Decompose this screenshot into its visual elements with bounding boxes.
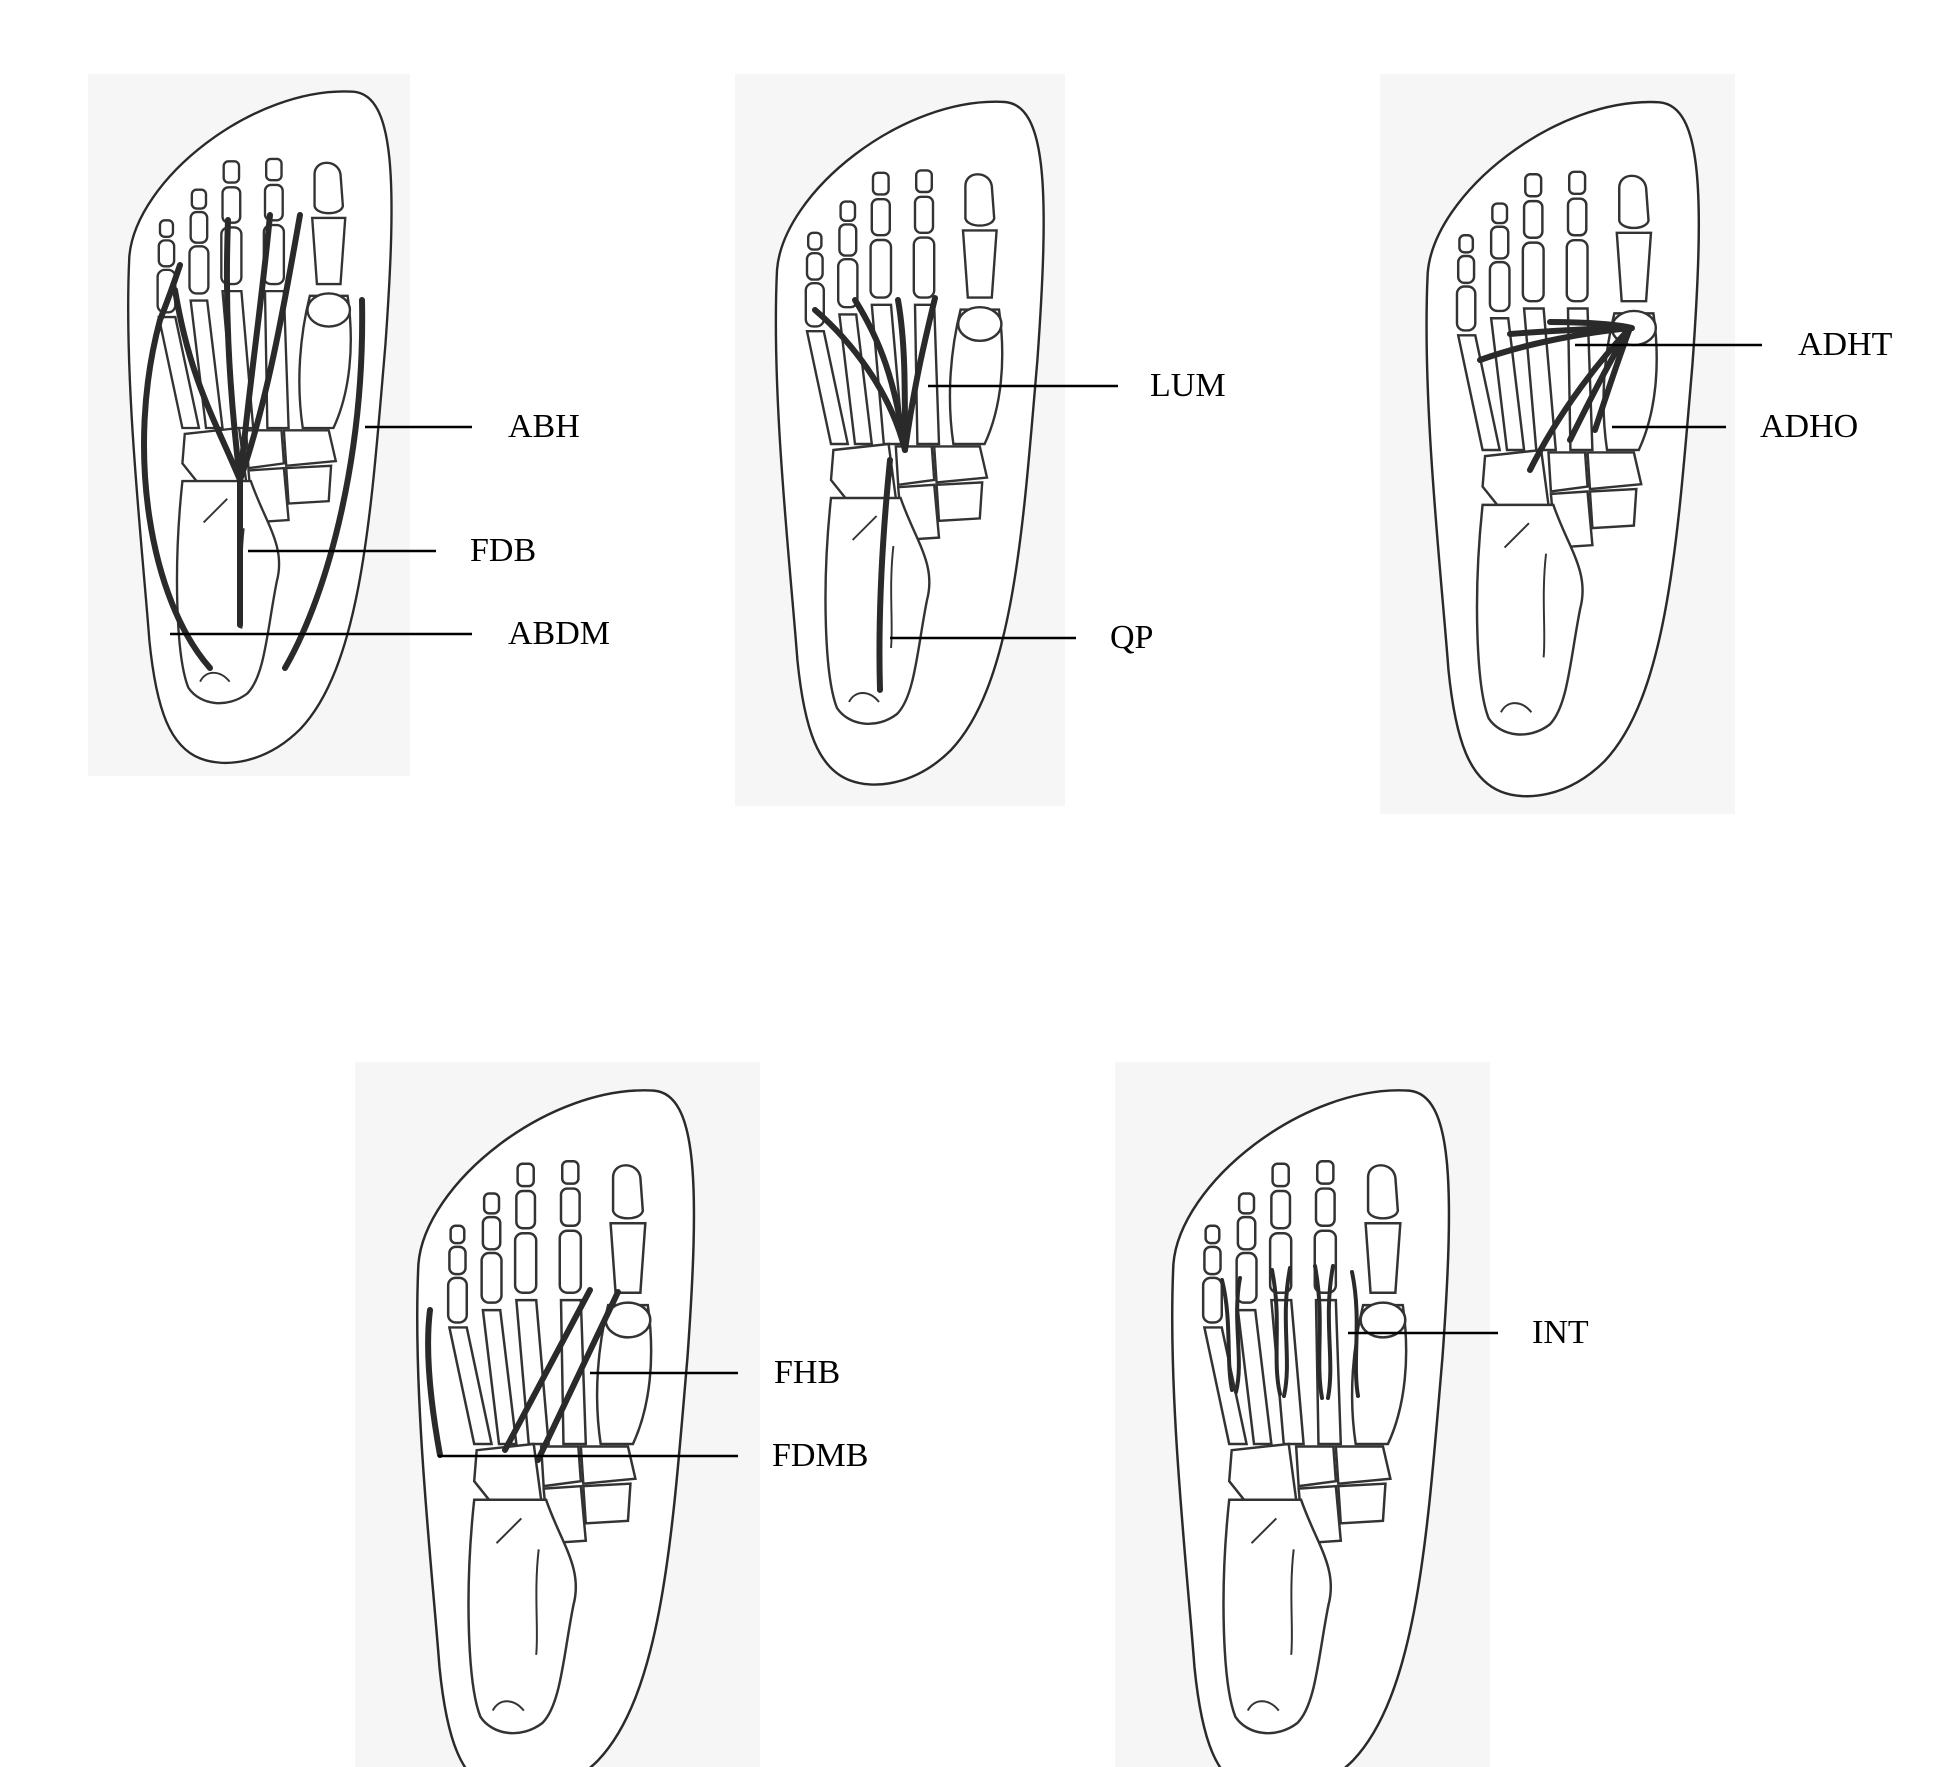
- panel-interossei: INT: [1115, 1062, 1589, 1767]
- label-lum: LUM: [1150, 367, 1226, 404]
- panel-flexors: FHB FDMB: [355, 1062, 868, 1767]
- panel-superficial: ABH FDB ABDM: [88, 74, 610, 776]
- panel-adductor: ADHT ADHO: [1380, 74, 1893, 814]
- label-adht: ADHT: [1798, 326, 1893, 363]
- label-fdb: FDB: [470, 532, 536, 569]
- label-abdm: ABDM: [508, 615, 610, 652]
- label-abh: ABH: [508, 408, 580, 445]
- label-qp: QP: [1110, 619, 1153, 656]
- label-int: INT: [1532, 1314, 1589, 1351]
- label-fhb: FHB: [774, 1354, 840, 1391]
- panel-second-layer: LUM QP: [735, 74, 1226, 806]
- label-fdmb: FDMB: [772, 1437, 868, 1474]
- label-adho: ADHO: [1760, 408, 1858, 445]
